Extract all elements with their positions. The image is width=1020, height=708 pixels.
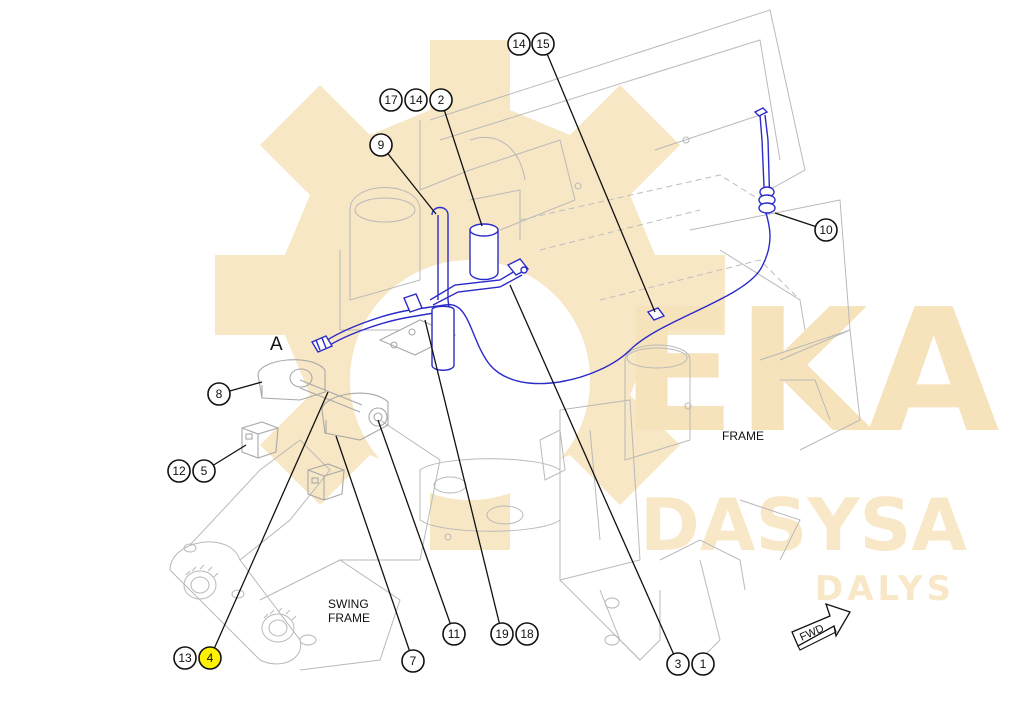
callout-17-text: 17	[384, 93, 398, 107]
swing-frame-label-line1: SWING	[328, 597, 369, 611]
callout-19-text: 19	[495, 627, 509, 641]
callout-5-bubble	[192, 459, 216, 483]
callout-7-text: 7	[410, 654, 417, 668]
callout-13: 13	[173, 646, 197, 670]
watermark-big-text: EKA	[620, 273, 999, 471]
callout-14b: 14	[404, 88, 428, 112]
callout-3-text: 3	[675, 657, 682, 671]
callout-9: 9	[369, 133, 393, 157]
callout-8: 8	[207, 382, 231, 406]
callout-7: 7	[401, 649, 425, 673]
frame-label: FRAME	[722, 429, 764, 443]
clip-11	[403, 293, 423, 313]
callout-12-bubble	[167, 459, 191, 483]
frame-linework	[339, 9, 861, 661]
callout-5: 5	[192, 459, 216, 483]
callout-14a-bubble	[507, 32, 531, 56]
swing-frame-linework	[169, 439, 401, 671]
grease-fitting-10	[758, 186, 776, 214]
fwd-label: FWD	[798, 623, 826, 644]
pad-part-5	[241, 421, 279, 459]
callout-17-bubble	[379, 88, 403, 112]
reservoir-2	[469, 223, 499, 281]
callout-8-text: 8	[216, 387, 223, 401]
watermark-mid-text: DASYSA	[640, 483, 967, 567]
callout-11: 11	[442, 622, 466, 646]
callout-19: 19	[490, 622, 514, 646]
clip-3	[506, 258, 530, 276]
callout-3: 3	[666, 652, 690, 676]
callout-19-bubble	[490, 622, 514, 646]
bracket-plate	[378, 319, 457, 356]
spline-shaft-right	[261, 607, 297, 643]
callout-13-bubble	[173, 646, 197, 670]
callout-12: 12	[167, 459, 191, 483]
spline-shaft-left	[183, 564, 219, 600]
watermark-gear-icon	[215, 40, 725, 550]
callout-17: 17	[379, 88, 403, 112]
hose-branch	[429, 267, 521, 301]
callout-13-text: 13	[178, 651, 192, 665]
callout-4-highlighted: 4	[198, 646, 222, 670]
callout-11-text: 11	[448, 627, 461, 641]
callout-10-text: 10	[819, 223, 833, 237]
watermark-small-text: DALYS	[815, 569, 955, 609]
callout-14a-text: 14	[512, 37, 526, 51]
hose-top	[759, 114, 766, 211]
clip-15	[646, 307, 666, 321]
callout-15: 15	[531, 32, 555, 56]
callout-14b-bubble	[404, 88, 428, 112]
callout-10: 10	[814, 218, 838, 242]
callout-7-bubble	[401, 649, 425, 673]
callout-4-bubble	[198, 646, 222, 670]
callout-2-text: 2	[438, 93, 445, 107]
pad-part-4	[307, 463, 345, 501]
callout-1-bubble	[691, 652, 715, 676]
callout-8-bubble	[207, 382, 231, 406]
watermark: EKA DASYSA DALYS	[215, 40, 999, 609]
callout-2: 2	[429, 88, 453, 112]
clamp-bolt	[299, 379, 363, 413]
callout-4-text: 4	[207, 651, 214, 665]
callout-5-text: 5	[201, 464, 208, 478]
view-label-a: A	[270, 334, 283, 355]
callout-2-bubble	[429, 88, 453, 112]
callout-15-bubble	[531, 32, 555, 56]
callout-9-text: 9	[378, 138, 385, 152]
callout-3-bubble	[666, 652, 690, 676]
fwd-arrow-icon: FWD	[791, 602, 851, 651]
callout-1-text: 1	[700, 657, 707, 671]
callout-18: 18	[515, 622, 539, 646]
callout-14a: 14	[507, 32, 531, 56]
leader-lines	[203, 43, 827, 665]
callout-14b-text: 14	[409, 93, 423, 107]
callout-18-bubble	[515, 622, 539, 646]
callout-1: 1	[691, 652, 715, 676]
callout-12-text: 12	[172, 464, 186, 478]
callout-9-bubble	[369, 133, 393, 157]
callout-11-bubble	[442, 622, 466, 646]
fitting-a	[310, 335, 334, 353]
grease-hose-assembly	[310, 107, 776, 385]
tube-9	[431, 206, 455, 371]
callout-18-text: 18	[520, 627, 534, 641]
callout-15-text: 15	[536, 37, 550, 51]
callout-10-bubble	[814, 218, 838, 242]
swing-frame-label-line2: FRAME	[328, 611, 370, 625]
